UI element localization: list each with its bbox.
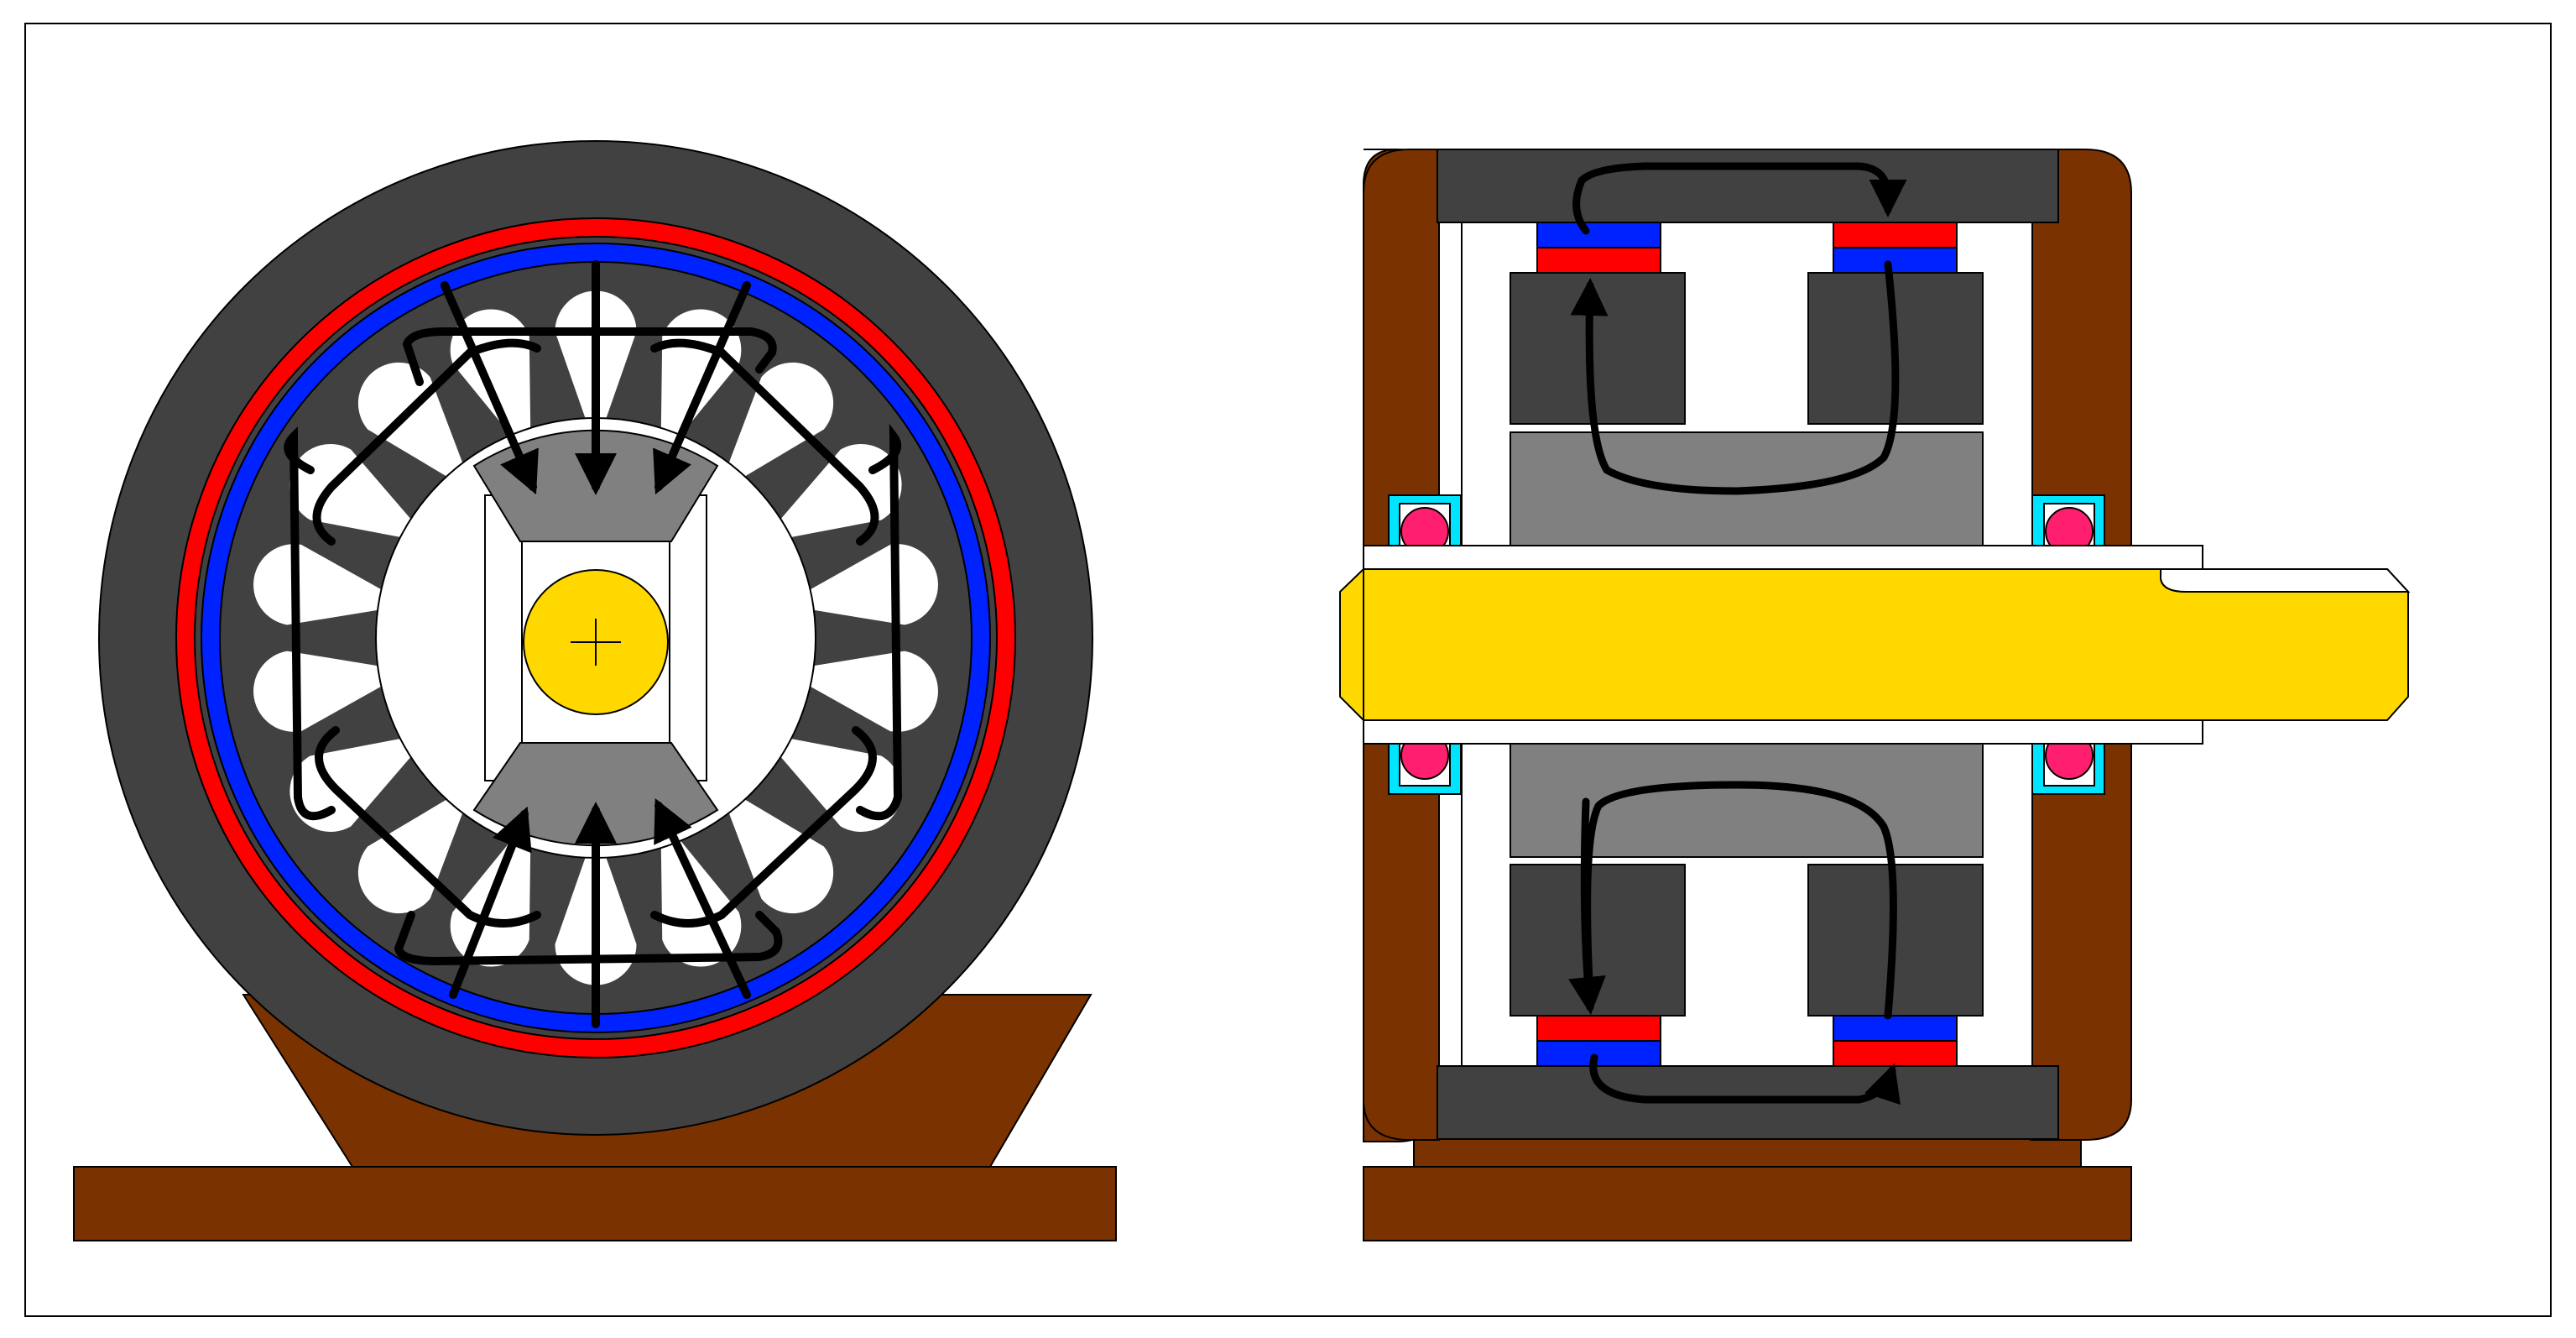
flux-loop-bottom <box>394 911 783 966</box>
flux-loop-side-bottom-rotor <box>1583 781 1897 1020</box>
flux-loop-left-top <box>312 338 541 546</box>
side-base-plate <box>1363 1166 2132 1241</box>
flux-loop-right <box>856 423 903 821</box>
flux-loop-right-bottom <box>650 726 877 928</box>
flux-arrow-top-right <box>653 281 751 495</box>
magnet-bottom-left-blue <box>1536 1040 1661 1067</box>
magnet-bottom-right-red <box>1833 1040 1958 1067</box>
magnet-top-left-blue <box>1536 222 1661 248</box>
stator-slot <box>728 362 834 477</box>
stator-slot <box>810 651 938 732</box>
magnet-top-right-red <box>1833 222 1958 248</box>
outer-frame <box>24 23 2552 1317</box>
stator-slot <box>253 544 382 625</box>
stator-slot <box>810 544 938 625</box>
magnet-top-left-red <box>1536 247 1661 274</box>
shaft-keyway-slot <box>2160 568 2411 593</box>
side-view <box>1339 149 2411 1241</box>
side-base-neck <box>1413 1137 2082 1168</box>
stator-core-bottom-left <box>1510 864 1686 1017</box>
shaft-collar-bottom <box>1363 719 2203 745</box>
flux-loop-top <box>402 327 777 386</box>
flux-loop-right-top <box>650 338 879 546</box>
front-view <box>73 140 1117 1241</box>
side-housing-top <box>1437 149 2059 223</box>
shaft-collar-top <box>1363 545 2203 570</box>
flux-arrow-bottom-right <box>654 797 751 999</box>
stator-slot <box>253 651 382 732</box>
flux-loop-side-bottom-housing <box>1589 1053 1901 1105</box>
magnet-top-right-blue <box>1833 247 1958 274</box>
flux-arrow-side-bottom-left <box>1568 797 1606 1015</box>
side-flux-lines <box>1568 162 1907 1105</box>
magnet-bottom-left-red <box>1536 1015 1661 1042</box>
flux-loop-side-top-rotor <box>1570 260 1900 495</box>
stator-core-top-left <box>1510 272 1686 425</box>
flux-loop-side-top-housing <box>1572 162 1907 235</box>
flux-arrow-top-left <box>441 281 539 495</box>
flux-loop-left-bottom <box>315 726 541 928</box>
stator-slot <box>357 362 463 477</box>
magnet-bottom-right-blue <box>1833 1015 1958 1042</box>
front-flux-lines <box>284 260 903 1028</box>
flux-loop-left <box>284 426 336 821</box>
front-base-plate <box>73 1166 1117 1241</box>
side-shaft <box>1339 568 2409 721</box>
